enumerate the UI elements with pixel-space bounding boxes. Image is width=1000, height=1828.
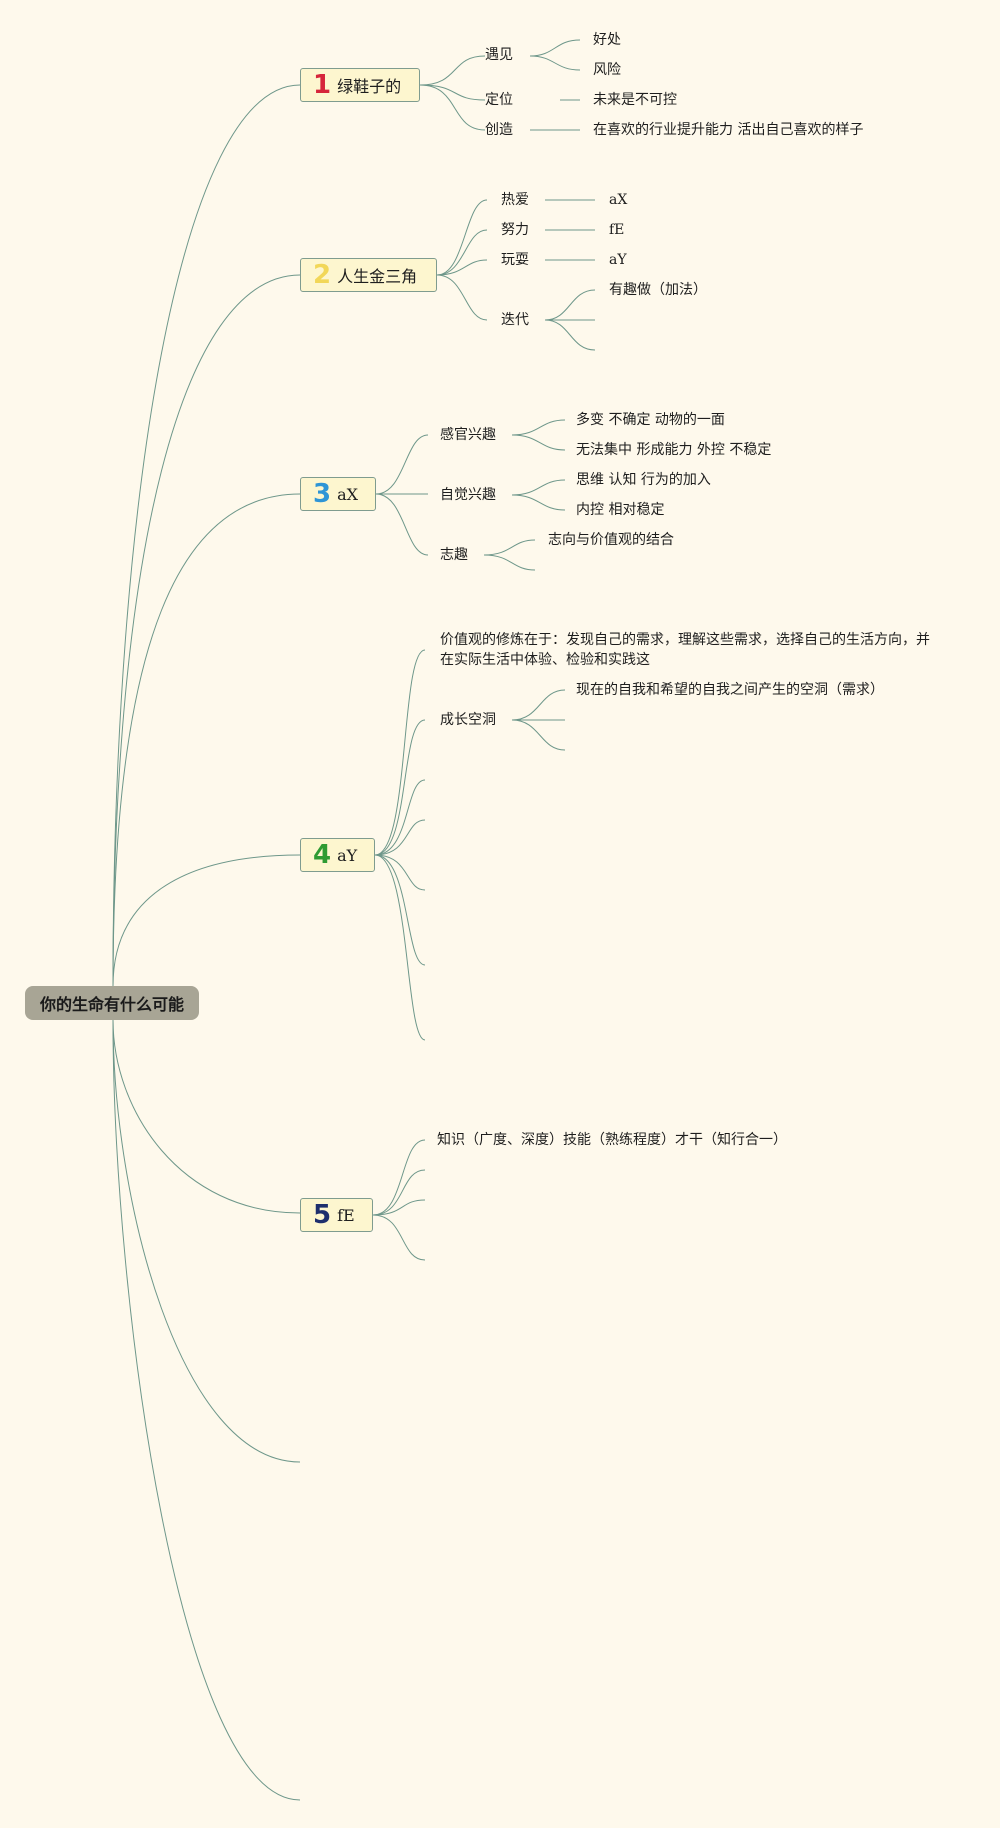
subtopic-label[interactable]: 好处: [593, 32, 621, 48]
topic-1[interactable]: 1 绿鞋子的: [300, 68, 420, 102]
subtopic-label[interactable]: 多变 不确定 动物的一面: [576, 412, 725, 428]
subtopic-label[interactable]: 感官兴趣: [440, 427, 496, 443]
subtopic-label[interactable]: 努力: [501, 222, 529, 238]
root-topic-label: 你的生命有什么可能: [39, 995, 184, 1014]
topic-3[interactable]: 3 aX: [300, 477, 376, 511]
subtopic-label[interactable]: 思维 认知 行为的加入: [576, 472, 711, 488]
subtopic-label[interactable]: 现在的自我和希望的自我之间产生的空洞（需求）: [576, 682, 884, 698]
number-one-icon: 1: [313, 70, 332, 100]
subtopic-label[interactable]: 有趣做（加法）: [609, 282, 707, 298]
subtopic-label[interactable]: aX: [609, 192, 628, 208]
subtopic-label[interactable]: 价值观的修炼在于：发现自己的需求，理解这些需求，选择自己的生活方向，并在实际生活…: [440, 632, 930, 668]
subtopic-label[interactable]: 玩耍: [501, 252, 529, 268]
subtopic-label[interactable]: 知识（广度、深度）技能（熟练程度）才干（知行合一）: [437, 1132, 787, 1148]
subtopic-label[interactable]: 成长空洞: [440, 712, 496, 728]
subtopic-label[interactable]: fE: [609, 222, 625, 238]
subtopic-label[interactable]: 无法集中 形成能力 外控 不稳定: [576, 442, 772, 458]
topic-2[interactable]: 2 人生金三角: [300, 258, 437, 292]
subtopic-label[interactable]: 迭代: [501, 312, 529, 328]
number-two-icon: 2: [313, 260, 332, 290]
number-five-icon: 5: [313, 1200, 332, 1230]
subtopic-label[interactable]: 热爱: [501, 192, 529, 208]
subtopic-label[interactable]: aY: [609, 252, 627, 268]
topic-label: fE: [337, 1205, 355, 1225]
number-four-icon: 4: [313, 840, 332, 870]
topic-5[interactable]: 5 fE: [300, 1198, 373, 1232]
subtopic-label[interactable]: 未来是不可控: [593, 92, 677, 108]
subtopic-label[interactable]: 内控 相对稳定: [576, 502, 665, 518]
topic-label: 绿鞋子的: [337, 77, 402, 96]
subtopic-label[interactable]: 志向与价值观的结合: [548, 532, 674, 548]
subtopic-label[interactable]: 志趣: [440, 547, 468, 563]
subtopic-label[interactable]: 在喜欢的行业提升能力 活出自己喜欢的样子: [593, 122, 864, 138]
number-three-icon: 3: [313, 479, 332, 509]
subtopic-label[interactable]: 遇见: [485, 47, 513, 63]
topic-label: aY: [337, 845, 358, 865]
topic-label: 人生金三角: [337, 267, 418, 286]
topic-label: aX: [337, 484, 359, 504]
topic-4[interactable]: 4 aY: [300, 838, 375, 872]
root-topic[interactable]: 你的生命有什么可能: [25, 986, 199, 1020]
subtopic-label[interactable]: 定位: [485, 92, 513, 108]
subtopic-label[interactable]: 自觉兴趣: [440, 487, 496, 503]
subtopic-label[interactable]: 创造: [485, 122, 513, 138]
subtopic-label[interactable]: 风险: [593, 62, 621, 78]
